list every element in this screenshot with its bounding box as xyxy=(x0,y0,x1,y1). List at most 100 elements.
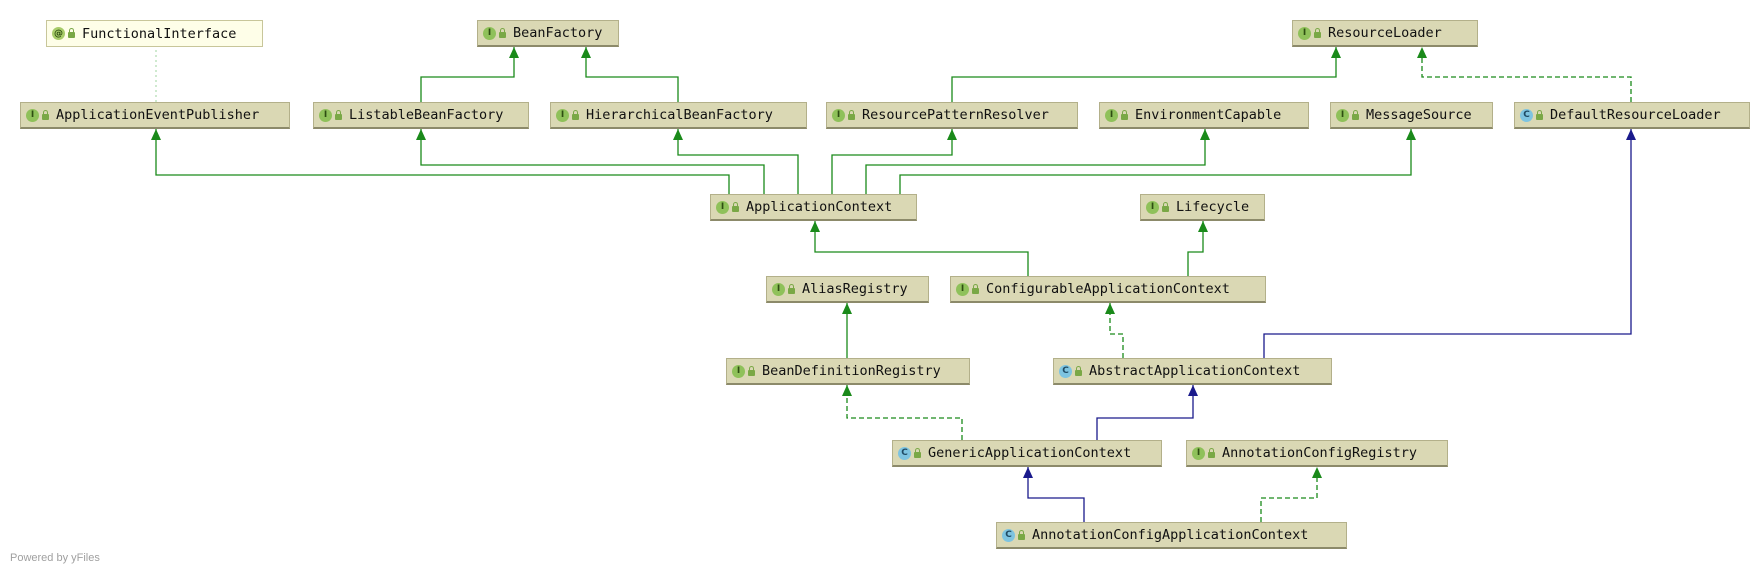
arrowhead xyxy=(1200,129,1210,140)
node-ResourcePatternResolver[interactable]: I ResourcePatternResolver xyxy=(826,102,1078,129)
arrowhead xyxy=(1105,303,1115,314)
node-label: ListableBeanFactory xyxy=(349,107,504,123)
public-lock-icon xyxy=(732,201,739,212)
public-lock-icon xyxy=(848,109,855,120)
public-lock-icon xyxy=(1352,109,1359,120)
arrowhead xyxy=(1198,221,1208,232)
node-ApplicationEventPublisher[interactable]: I ApplicationEventPublisher xyxy=(20,102,290,129)
public-lock-icon xyxy=(972,283,979,294)
node-DefaultResourceLoader[interactable]: C DefaultResourceLoader xyxy=(1514,102,1750,129)
node-label: ResourcePatternResolver xyxy=(862,107,1049,123)
node-FunctionalInterface[interactable]: @ FunctionalInterface xyxy=(46,20,263,47)
node-label: DefaultResourceLoader xyxy=(1550,107,1721,123)
public-lock-icon xyxy=(1208,447,1215,458)
class-kind-icon: C xyxy=(1520,108,1533,122)
node-BeanDefinitionRegistry[interactable]: I BeanDefinitionRegistry xyxy=(726,358,970,385)
node-Lifecycle[interactable]: I Lifecycle xyxy=(1140,194,1265,221)
edge-GenericApplicationContext-to-BeanDefinitionRegistry xyxy=(842,385,963,440)
edge-ApplicationContext-to-MessageSource xyxy=(899,129,1416,194)
arrowhead xyxy=(842,385,852,396)
arrowhead xyxy=(1406,129,1416,140)
node-EnvironmentCapable[interactable]: I EnvironmentCapable xyxy=(1099,102,1309,129)
public-lock-icon xyxy=(1314,27,1321,38)
interface-kind-icon: I xyxy=(1105,108,1118,122)
node-label: ApplicationEventPublisher xyxy=(56,107,260,123)
node-label: Lifecycle xyxy=(1176,199,1250,215)
edge-ApplicationContext-to-EnvironmentCapable xyxy=(865,129,1210,194)
interface-kind-icon: I xyxy=(716,200,729,214)
interface-kind-icon: I xyxy=(1192,446,1205,460)
public-lock-icon xyxy=(1018,529,1025,540)
node-label: ApplicationContext xyxy=(746,199,893,215)
node-label: BeanDefinitionRegistry xyxy=(762,363,941,379)
public-lock-icon xyxy=(1075,365,1082,376)
edge-ApplicationContext-to-HierarchicalBeanFactory xyxy=(673,129,799,194)
public-lock-icon xyxy=(335,109,342,120)
public-lock-icon xyxy=(499,27,506,38)
interface-kind-icon: I xyxy=(1336,108,1349,122)
public-lock-icon xyxy=(914,447,921,458)
class-kind-icon: C xyxy=(1002,528,1015,542)
arrowhead xyxy=(416,129,426,140)
public-lock-icon xyxy=(572,109,579,120)
edge-BeanDefinitionRegistry-to-AliasRegistry xyxy=(842,303,852,358)
node-label: AbstractApplicationContext xyxy=(1089,363,1301,379)
edge-ConfigurableApplicationContext-to-ApplicationContext xyxy=(810,221,1029,276)
interface-kind-icon: I xyxy=(1298,26,1311,40)
node-label: MessageSource xyxy=(1366,107,1472,123)
public-lock-icon xyxy=(1121,109,1128,120)
arrowhead xyxy=(1312,467,1322,478)
arrowhead xyxy=(1626,129,1636,140)
public-lock-icon xyxy=(42,109,49,120)
edge-ConfigurableApplicationContext-to-Lifecycle xyxy=(1187,221,1208,276)
node-label: AliasRegistry xyxy=(802,281,908,297)
interface-kind-icon: I xyxy=(556,108,569,122)
edge-ResourcePatternResolver-to-ResourceLoader xyxy=(951,47,1341,102)
edge-AnnotationConfigApplicationContext-to-AnnotationConfigRegistry xyxy=(1260,467,1322,522)
node-label: EnvironmentCapable xyxy=(1135,107,1282,123)
edge-DefaultResourceLoader-to-ResourceLoader xyxy=(1417,47,1632,102)
annotation-kind-icon: @ xyxy=(52,27,65,40)
node-AnnotationConfigRegistry[interactable]: I AnnotationConfigRegistry xyxy=(1186,440,1448,467)
edge-AnnotationConfigApplicationContext-to-GenericApplicationContext xyxy=(1023,467,1085,522)
arrowhead xyxy=(1417,47,1427,58)
node-AliasRegistry[interactable]: I AliasRegistry xyxy=(766,276,929,303)
arrowhead xyxy=(842,303,852,314)
node-label: GenericApplicationContext xyxy=(928,445,1132,461)
arrowhead xyxy=(1023,467,1033,478)
interface-kind-icon: I xyxy=(1146,200,1159,214)
node-label: FunctionalInterface xyxy=(82,25,237,42)
interface-kind-icon: I xyxy=(26,108,39,122)
interface-kind-icon: I xyxy=(483,26,496,40)
edge-HierarchicalBeanFactory-to-BeanFactory xyxy=(581,47,679,102)
arrowhead xyxy=(1331,47,1341,58)
arrowhead xyxy=(581,47,591,58)
interface-kind-icon: I xyxy=(832,108,845,122)
arrowhead xyxy=(673,129,683,140)
node-BeanFactory[interactable]: I BeanFactory xyxy=(477,20,619,47)
edge-ListableBeanFactory-to-BeanFactory xyxy=(420,47,519,102)
arrowhead xyxy=(1188,385,1198,396)
node-label: BeanFactory xyxy=(513,25,603,41)
interface-kind-icon: I xyxy=(772,282,785,296)
node-label: ConfigurableApplicationContext xyxy=(986,281,1230,297)
edge-ApplicationContext-to-ListableBeanFactory xyxy=(416,129,765,194)
node-label: AnnotationConfigRegistry xyxy=(1222,445,1418,461)
interface-kind-icon: I xyxy=(732,364,745,378)
edge-GenericApplicationContext-to-AbstractApplicationContext xyxy=(1096,385,1198,440)
arrowhead xyxy=(947,129,957,140)
edge-AbstractApplicationContext-to-ConfigurableApplicationContext xyxy=(1105,303,1124,358)
arrowhead xyxy=(509,47,519,58)
yfiles-watermark: Powered by yFiles xyxy=(10,552,100,564)
node-ApplicationContext[interactable]: I ApplicationContext xyxy=(710,194,917,221)
node-MessageSource[interactable]: I MessageSource xyxy=(1330,102,1493,129)
public-lock-icon xyxy=(788,283,795,294)
